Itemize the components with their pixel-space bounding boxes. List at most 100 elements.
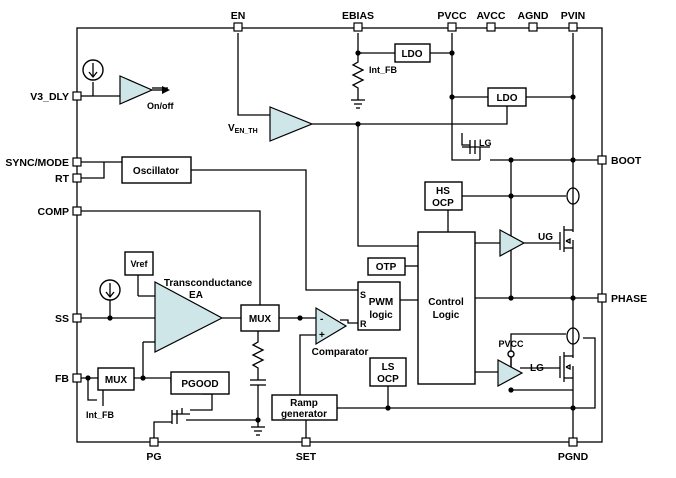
pin-pvcc-label: PVCC [437,10,467,22]
on-off-arrow-icon [162,86,170,94]
pwm-s-label: S [360,290,366,300]
pin-pvin-label: PVIN [561,10,586,22]
v3dly-comparator [119,75,154,105]
pin-set-label: SET [296,451,317,463]
pin-boot[interactable] [597,155,607,165]
control-logic-line1: Control [428,297,464,308]
pin-avcc-label: AVCC [477,10,506,22]
pin-boot-label: BOOT [611,155,642,167]
ea-label: EA [189,290,203,301]
pins [72,22,607,447]
pin-set[interactable] [301,437,311,447]
oscillator-label: Oscillator [133,166,179,177]
otp-box [367,257,406,276]
vref-label: Vref [130,259,148,269]
on-off-label: On/off [147,101,174,111]
pin-pvcc[interactable] [447,22,457,32]
pin-comp-label: COMP [38,206,70,218]
current-source-v3dly-icon [82,59,104,81]
ls-ocp-line1: LS [382,362,395,373]
comp-plus-label: + [319,330,325,341]
hs-ocp-line1: HS [436,186,450,197]
hs-ocp-line2: OCP [432,198,454,209]
control-logic-box [417,231,476,385]
pin-en[interactable] [233,22,243,32]
control-logic-line2: Logic [433,310,460,321]
pin-comp[interactable] [72,206,82,216]
en-comparator [269,106,314,142]
pvcc-inner-label: PVCC [498,339,524,349]
lg-top-label: LG [479,138,492,148]
ramp-generator-box [271,394,338,421]
ls-ocp-box [369,357,407,387]
vref-box [124,251,154,276]
ven-th-label: VEN_TH [228,123,258,135]
pin-pgnd-label: PGND [558,451,589,463]
mux-fb-box [97,367,135,391]
pgood-box [170,371,230,395]
wires [81,33,598,440]
pin-sync-mode[interactable] [72,157,82,167]
pin-pg[interactable] [149,437,159,447]
current-source-ss-icon [99,279,121,301]
lg-bottom-label: LG [530,363,544,374]
pwm-logic-box [357,281,401,331]
pin-ebias[interactable] [353,22,363,32]
pin-ss[interactable] [72,313,82,323]
ug-fet-icon [563,226,571,252]
ldo-mid-box [487,87,527,107]
comparator-label: Comparator [312,347,369,358]
pin-rt[interactable] [72,173,82,183]
pin-ebias-label: EBIAS [342,10,374,22]
pwm-logic-line1: PWM [369,297,393,308]
pin-agnd[interactable] [528,22,538,32]
pin-phase-label: PHASE [611,293,647,305]
ldo-top-box [394,43,431,63]
ic-boundary [76,27,603,443]
pin-v3-dly-label: V3_DLY [30,91,69,103]
pwm-comparator [315,306,348,346]
junction-dots [85,50,576,423]
otp-label: OTP [376,262,397,273]
pin-ss-label: SS [55,313,69,325]
comp-minus-label: - [320,314,323,325]
mux-fb-label: MUX [105,375,128,386]
pin-rt-label: RT [55,173,70,185]
pin-pgnd[interactable] [568,437,578,447]
oscillator-box [121,156,192,184]
ramp-line2: generator [281,409,327,420]
pin-pvin[interactable] [568,22,578,32]
hs-current-sense [566,187,580,205]
pin-avcc[interactable] [486,22,496,32]
lg-fet-icon [563,352,571,382]
pin-fb-label: FB [55,373,69,385]
pgood-fet-icon [171,410,178,424]
int-fb-top-label: Int_FB [369,65,397,75]
mux-main-box [240,304,280,332]
pin-agnd-label: AGND [518,10,549,22]
mux-main-label: MUX [249,314,272,325]
transconductance-ea [154,280,224,353]
pvcc-inner-node [507,350,515,358]
pin-fb[interactable] [72,373,82,383]
ramp-line1: Ramp [290,398,318,409]
int-fb-bottom-label: Int_FB [86,410,114,420]
pin-sync-mode-label: SYNC/MODE [5,157,69,169]
ldo-top-label: LDO [401,49,422,60]
lg-driver [497,358,524,388]
pwm-r-label: R [360,319,367,329]
ldo-mid-label: LDO [496,93,517,104]
ug-label: UG [538,232,553,243]
pin-phase[interactable] [597,293,607,303]
ug-driver [499,228,526,258]
pin-v3-dly[interactable] [72,91,82,101]
lg-top-fet-icon [462,140,476,154]
pgood-label: PGOOD [181,379,218,390]
pwm-logic-line2: logic [369,310,393,321]
ls-current-sense [566,327,580,345]
pin-en-label: EN [231,10,246,22]
hs-ocp-box [424,181,463,211]
transconductance-label: Transconductance [164,278,253,289]
